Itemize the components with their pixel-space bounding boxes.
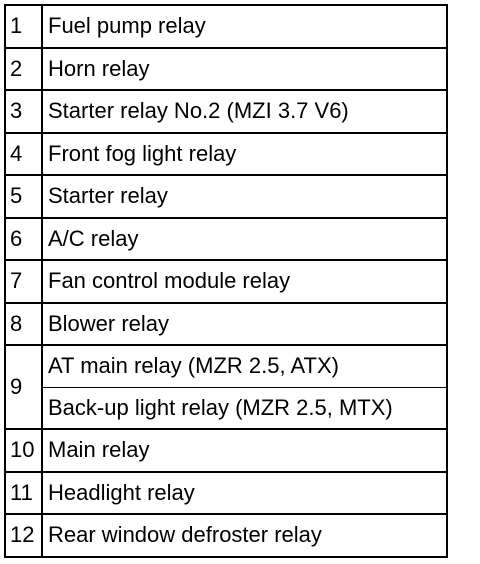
relay-description: Rear window defroster relay xyxy=(41,513,448,558)
relay-number: 10 xyxy=(4,428,43,473)
relay-number: 1 xyxy=(4,4,43,49)
relay-description: Main relay xyxy=(41,428,448,473)
relay-number: 4 xyxy=(4,131,43,176)
relay-description: Starter relay No.2 (MZI 3.7 V6) xyxy=(41,89,448,134)
table-row: 4 Front fog light relay xyxy=(4,131,448,176)
relay-table-container: 1 Fuel pump relay 2 Horn relay 3 Starter… xyxy=(4,4,448,558)
relay-description: Fan control module relay xyxy=(41,259,448,304)
table-row: 6 A/C relay xyxy=(4,216,448,261)
relay-description: Back-up light relay (MZR 2.5, MTX) xyxy=(41,386,448,430)
relay-number: 11 xyxy=(4,470,43,515)
relay-description: Fuel pump relay xyxy=(41,4,448,49)
table-row: 10 Main relay xyxy=(4,428,448,473)
relay-table: 1 Fuel pump relay 2 Horn relay 3 Starter… xyxy=(4,4,448,558)
table-row: 9 AT main relay (MZR 2.5, ATX) xyxy=(4,344,448,430)
relay-description: Starter relay xyxy=(41,174,448,219)
table-row: 2 Horn relay xyxy=(4,46,448,91)
table-row: 3 Starter relay No.2 (MZI 3.7 V6) xyxy=(4,89,448,134)
relay-description: Headlight relay xyxy=(41,470,448,515)
relay-number: 3 xyxy=(4,89,43,134)
relay-number: 9 xyxy=(4,344,43,430)
table-row: 12 Rear window defroster relay xyxy=(4,513,448,558)
relay-description: Horn relay xyxy=(41,46,448,91)
table-row: Back-up light relay (MZR 2.5, MTX) xyxy=(5,386,448,430)
relay-description: A/C relay xyxy=(41,216,448,261)
table-row: 8 Blower relay xyxy=(4,301,448,346)
relay-number: 6 xyxy=(4,216,43,261)
table-row: 1 Fuel pump relay xyxy=(4,4,448,49)
table-row: 11 Headlight relay xyxy=(4,470,448,515)
relay-number: 8 xyxy=(4,301,43,346)
relay-number: 12 xyxy=(4,513,43,558)
relay-number: 2 xyxy=(4,46,43,91)
relay-description: Front fog light relay xyxy=(41,131,448,176)
table-row: 7 Fan control module relay xyxy=(4,259,448,304)
table-row: 5 Starter relay xyxy=(4,174,448,219)
relay-number: 5 xyxy=(4,174,43,219)
relay-description: AT main relay (MZR 2.5, ATX) xyxy=(41,344,448,388)
relay-number: 7 xyxy=(4,259,43,304)
relay-description: Blower relay xyxy=(41,301,448,346)
